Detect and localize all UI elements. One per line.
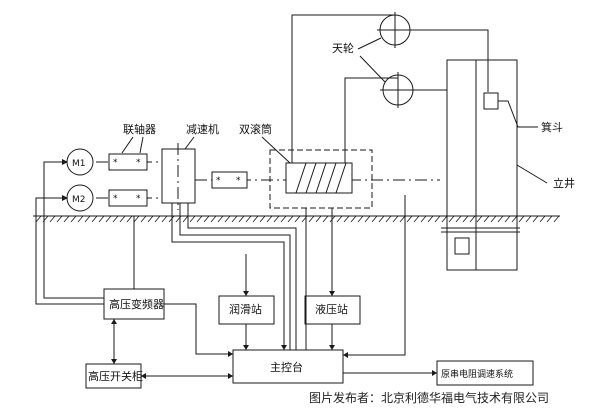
hydraulic-station-box: 液压站 [304,295,361,325]
main-console-box: 主控台 [232,349,344,384]
coupling-middle: * * [211,171,248,189]
svg-text:*: * [113,194,118,204]
lubrication-station-box: 润滑站 [218,295,275,325]
shaft-label: 立井 [553,176,575,190]
skip-bucket [483,92,499,110]
resistor-speed-system-label: 原串电阻调速系统 [441,368,513,380]
motor-m2: M2 [66,184,94,212]
skip-bucket-lower [454,237,470,255]
coupling-lower: * * [108,189,148,207]
motor-m1-label: M1 [72,159,86,169]
hv-inverter-label: 高压变频器 [109,297,164,311]
skip-leader [498,100,538,128]
coupling-upper: * * [108,153,148,171]
hv-switchgear-label: 高压开关柜 [88,369,143,383]
head-sheave-leader-1 [357,37,382,50]
head-sheave-upper [377,12,413,48]
coupling-label: 联轴器 [123,122,156,136]
motor-m1: M1 [66,148,94,176]
reducer [161,143,196,210]
image-credit: 图片发布者：北京利德华福电气技术有限公司 [309,390,549,405]
main-console-label: 主控台 [270,360,303,374]
coupling-leader-1 [121,136,134,154]
hydraulic-station-label: 液压站 [315,302,348,316]
svg-text:*: * [216,176,221,186]
wiring [35,161,437,377]
svg-text:*: * [136,158,141,168]
reducer-leader [184,136,195,150]
coupling-leader-2 [139,136,144,154]
double-drum [269,149,373,209]
hv-inverter-box: 高压变频器 [103,288,165,320]
svg-text:*: * [113,158,118,168]
head-sheave-lower [380,72,416,108]
lubrication-station-label: 润滑站 [229,302,262,316]
head-sheave-label: 天轮 [332,41,354,55]
motor-m2-label: M2 [72,195,86,205]
reducer-label: 减速机 [186,122,219,136]
ground-line [33,215,560,223]
svg-text:*: * [136,194,141,204]
shaft-leader [516,164,548,184]
hv-switchgear-box: 高压开关柜 [85,363,143,389]
vertical-shaft [441,59,520,271]
arrowheads [62,159,437,379]
double-drum-leader [261,136,291,164]
svg-text:*: * [236,176,241,186]
skip-label: 箕斗 [541,120,563,134]
resistor-speed-system-box: 原串电阻调速系统 [436,360,534,386]
double-drum-label: 双滚筒 [239,122,272,136]
